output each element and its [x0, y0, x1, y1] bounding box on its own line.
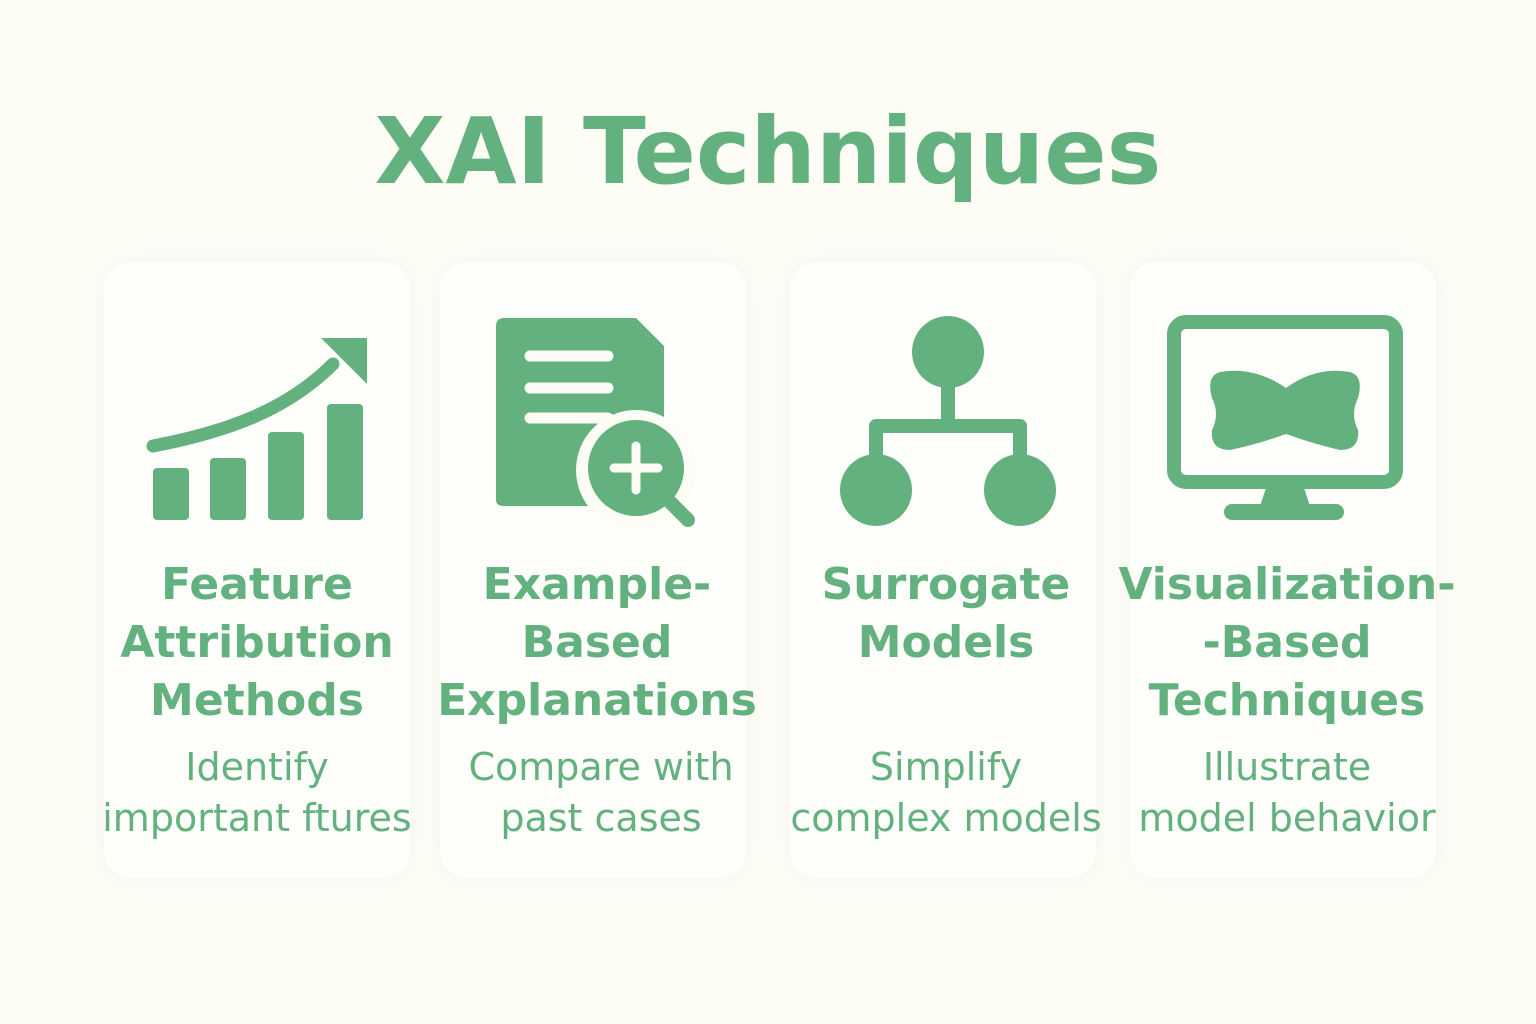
bar-chart-trend-icon	[137, 306, 377, 536]
card-description: Identify important ftures	[102, 745, 412, 840]
card-title: Visualization- -Based Techniques	[1118, 559, 1456, 726]
hierarchy-tree-icon	[828, 306, 1068, 536]
document-search-icon	[480, 306, 720, 536]
monitor-visualization-icon	[1164, 306, 1404, 536]
card-description: Illustrate model behavior	[1138, 745, 1436, 840]
card-description: Simplify complex models	[790, 745, 1102, 840]
page-title: XAI Techniques	[374, 98, 1162, 205]
card-title: Example- Based Explanations	[437, 559, 757, 726]
card-title: Feature Attribution Methods	[120, 559, 394, 726]
card-description: Compare with past cases	[468, 745, 734, 840]
card-title: Surrogate Models	[821, 559, 1071, 668]
